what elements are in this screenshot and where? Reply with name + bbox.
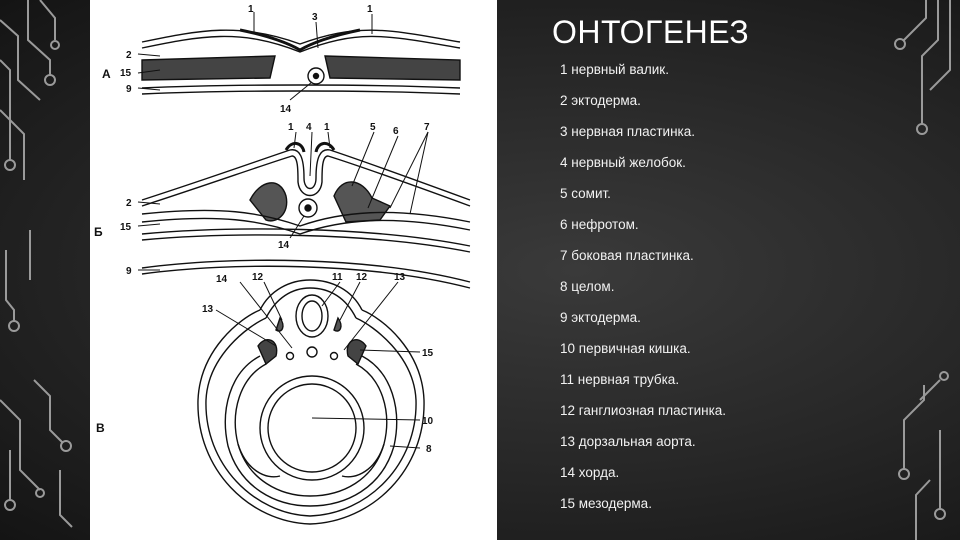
panel-b-label: 4 xyxy=(306,122,312,133)
legend-item: 15 мезодерма. xyxy=(560,496,652,511)
panel-c-label: 14 xyxy=(216,274,228,285)
legend-item: 10 первичная кишка. xyxy=(560,341,691,356)
panel-letter-a: А xyxy=(102,67,111,81)
panel-letter-c: В xyxy=(96,421,105,435)
legend-item: 12 ганглиозная пластинка. xyxy=(560,403,727,418)
panel-b-label: 14 xyxy=(278,240,290,251)
slide-title: ОНТОГЕНЕЗ xyxy=(552,14,750,50)
panel-b-label: 5 xyxy=(370,122,376,133)
panel-a-label: 15 xyxy=(120,68,132,79)
panel-c-label: 13 xyxy=(202,304,214,315)
panel-c-label: 8 xyxy=(426,444,432,455)
ontogenesis-figure: 1 3 1 2 15 9 14 А xyxy=(90,0,497,540)
panel-c-label: 12 xyxy=(356,272,368,283)
panel-a-leader-lines xyxy=(137,12,373,101)
panel-a-drawing xyxy=(141,28,461,95)
panel-a-label: 1 xyxy=(248,4,254,15)
panel-b-label: 1 xyxy=(324,122,330,133)
panel-a-label: 3 xyxy=(312,12,318,23)
panel-a-label: 9 xyxy=(126,84,132,95)
panel-c-label: 13 xyxy=(394,272,406,283)
legend-item: 13 дорзальная аорта. xyxy=(560,434,696,449)
panel-letter-b: Б xyxy=(94,225,103,239)
legend-item: 11 нервная трубка. xyxy=(560,372,680,387)
panel-b-leader-lines xyxy=(137,131,429,271)
panel-b-label: 2 xyxy=(126,198,132,209)
panel-a-label: 1 xyxy=(367,4,373,15)
circuit-decoration-right xyxy=(894,0,951,540)
legend-item: 7 боковая пластинка. xyxy=(560,248,694,263)
panel-a-label: 2 xyxy=(126,50,132,61)
panel-a-label: 14 xyxy=(280,104,292,115)
panel-c-drawing xyxy=(197,279,425,525)
legend-list: 1 нервный валик. 2 эктодерма. 3 нервная … xyxy=(560,58,726,523)
panel-c-label: 15 xyxy=(422,348,434,359)
legend-item: 4 нервный желобок. xyxy=(560,155,686,170)
panel-b-drawing xyxy=(141,142,471,289)
panel-c-label: 12 xyxy=(252,272,264,283)
legend-item: 2 эктодерма. xyxy=(560,93,641,108)
panel-b-label: 1 xyxy=(288,122,294,133)
panel-c-label: 10 xyxy=(422,416,434,427)
legend-item: 6 нефротом. xyxy=(560,217,639,232)
circuit-decoration-left xyxy=(0,0,73,528)
legend-item: 8 целом. xyxy=(560,279,615,294)
panel-b-label: 6 xyxy=(393,126,399,137)
legend-item: 1 нервный валик. xyxy=(560,62,669,77)
panel-b-label: 7 xyxy=(424,122,430,133)
panel-b-label: 9 xyxy=(126,266,132,277)
panel-c-label: 11 xyxy=(332,272,343,283)
legend-item: 14 хорда. xyxy=(560,465,620,480)
legend-item: 9 эктодерма. xyxy=(560,310,641,325)
panel-b-label: 15 xyxy=(120,222,132,233)
legend-item: 3 нервная пластинка. xyxy=(560,124,696,139)
legend-item: 5 сомит. xyxy=(560,186,611,201)
panel-c-leader-lines xyxy=(215,281,421,449)
